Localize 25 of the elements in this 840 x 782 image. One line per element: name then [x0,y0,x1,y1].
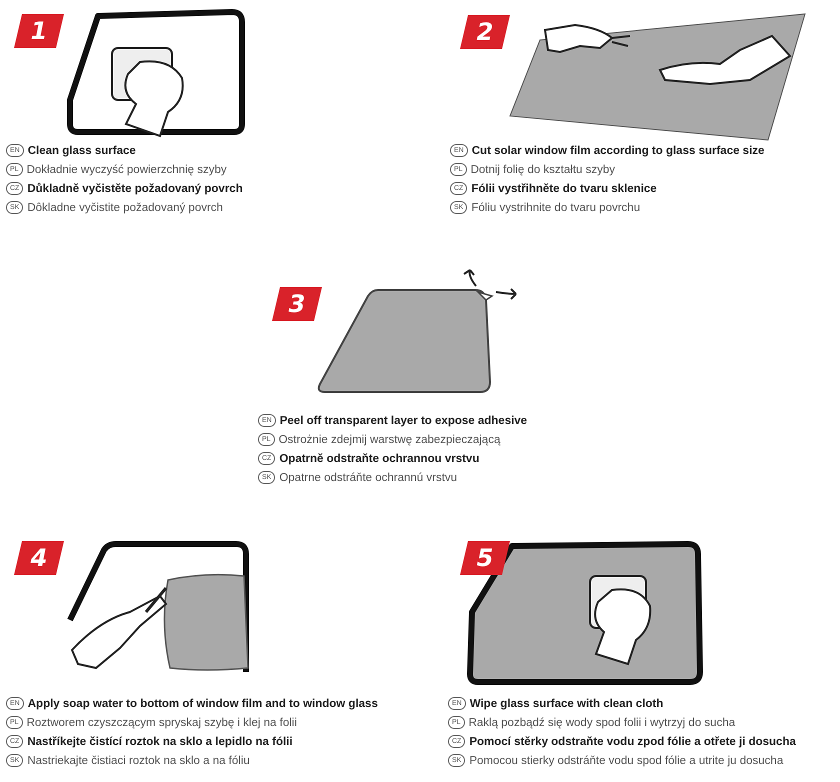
instruction-text: Peel off transparent layer to expose adhesive [280,414,528,426]
instruction-text: Pomocí stěrky odstraňte vodu zpod fólie a otřete ji dosucha [469,736,796,748]
instruction-text: Wipe glass surface with clean cloth [470,698,664,710]
instruction-text: Nastříkejte čistící roztok na sklo a lepidlo na fólii [27,736,293,748]
instruction-text: Pomocou stierky odstráňte vodu spod fólie a utrite ju dosucha [469,754,784,766]
step-number-badge: 3 [272,287,322,321]
step-number-badge: 1 [14,14,64,48]
instruction-text: Clean glass surface [28,144,136,156]
step-number-badge: 4 [14,541,64,575]
step-number-badge: 5 [460,541,510,575]
instruction-text: Důkladně vyčistěte požadovaný povrch [27,182,243,194]
instruction-text: Cut solar window film according to glass surface size [472,144,764,156]
instruction-text: Fólii vystřihněte do tvaru sklenice [471,182,657,194]
instruction-text: Apply soap water to bottom of window film and to window glass [28,698,378,710]
instruction-text: Dotnij folię do kształtu szyby [470,164,616,176]
instruction-text: Opatrně odstraňte ochrannou vrstvu [279,452,480,464]
instruction-text: Ostrożnie zdejmij warstwę zabezpieczającą [278,434,500,446]
instruction-text: Dokładnie wyczyść powierzchnię szyby [26,164,227,176]
instruction-text: Opatrne odstráňte ochrannú vrstvu [279,472,458,484]
instruction-text: Raklą pozbądź się wody spod folii i wytrzyj do sucha [468,716,736,728]
step-number-badge: 2 [460,15,510,49]
instruction-text: Fóliu vystrihnite do tvaru povrchu [471,202,640,214]
instruction-text: Roztworem czyszczącym spryskaj szybę i klej na folii [26,716,297,728]
instruction-text: Nastriekajte čistiaci roztok na sklo a na fóliu [27,754,250,766]
instruction-text: Dôkladne vyčistite požadovaný povrch [27,202,223,214]
